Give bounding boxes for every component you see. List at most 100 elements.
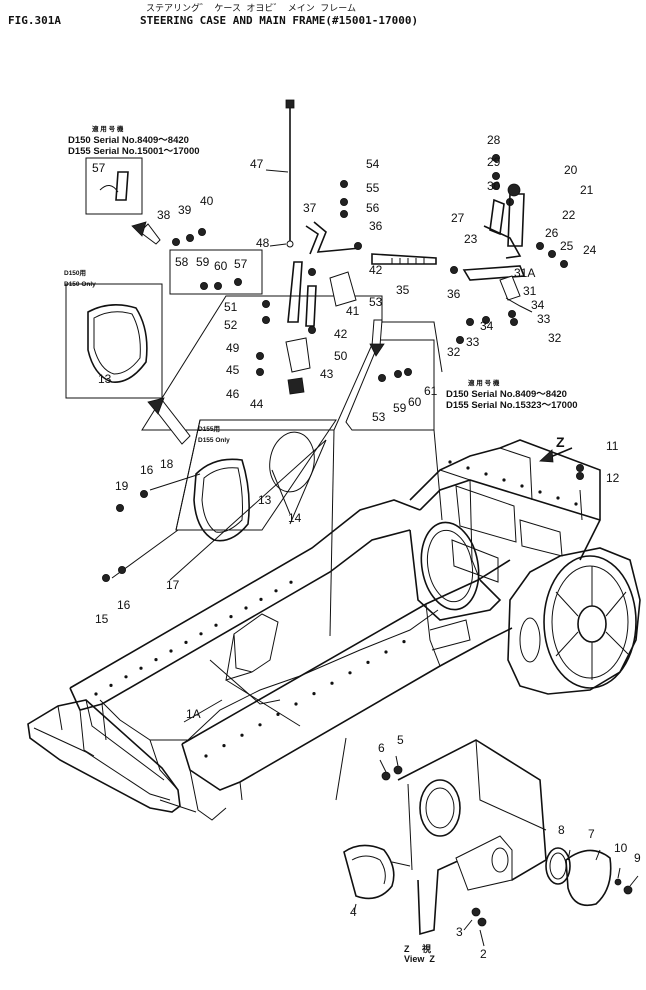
serial-note-top-left: 適 用 号 機 D150 Serial No.8409～8420 D155 Se… <box>68 124 200 157</box>
rivet-dot <box>139 666 143 670</box>
part-number-label: 7 <box>588 827 595 841</box>
part-number-label: 56 <box>366 201 380 215</box>
part-number-label: 28 <box>487 133 501 147</box>
part-number-label: 41 <box>346 304 360 318</box>
part-number-label: 60 <box>408 395 422 409</box>
part-number-label: 44 <box>250 397 264 411</box>
bolt-symbol <box>576 463 585 472</box>
part-number-label: 49 <box>226 341 240 355</box>
hatched-arrows <box>131 221 385 445</box>
bolt-symbol <box>491 171 500 180</box>
rivet-dot <box>294 702 298 706</box>
part-number-label: 25 <box>560 239 574 253</box>
rivet-dot <box>520 484 524 488</box>
part-number-label: 47 <box>250 157 264 171</box>
part-number-label: 38 <box>157 208 171 222</box>
serial-note-line2: D155 Serial No.15001～17000 <box>68 146 200 157</box>
part-number-label: 13 <box>258 493 272 507</box>
part-number-label: 32 <box>447 345 461 359</box>
bolt-symbol <box>307 325 316 334</box>
right-linkage <box>462 183 533 313</box>
part-number-label: 59 <box>196 255 210 269</box>
part-number-label: 16 <box>140 463 154 477</box>
rivet-dot <box>229 615 233 619</box>
rivet-dot <box>448 460 452 464</box>
figure-subtitle-jp: ステアリング゛ ケース オヨビ゛ メイン フレーム <box>146 4 356 14</box>
view-word: View <box>404 954 425 964</box>
bolt-symbol <box>171 237 180 246</box>
part-number-label: 11 <box>606 439 619 453</box>
serial-note-jp: 適 用 号 機 <box>92 126 124 133</box>
rivet-dot <box>574 502 578 506</box>
part-number-label: 36 <box>369 219 383 233</box>
part-number-label: 21 <box>580 183 594 197</box>
serial-note-line1: D150 Serial No.8409～8420 <box>68 135 189 146</box>
part-number-label: 33 <box>537 312 551 326</box>
bolt-symbol <box>139 489 148 498</box>
bolt-symbol <box>403 367 412 376</box>
figure-title: STEERING CASE AND MAIN FRAME(#15001-1700… <box>140 14 419 27</box>
part-number-label: 20 <box>564 163 578 177</box>
part-number-label: 27 <box>451 211 465 225</box>
rivet-dot <box>240 733 244 737</box>
bolt-symbol <box>536 241 545 250</box>
part-number-label: 51 <box>224 300 238 314</box>
part-number-label: 3 <box>456 925 463 939</box>
rivet-dot <box>330 681 334 685</box>
figure-number: FIG.301A <box>8 14 61 27</box>
part-number-label: 54 <box>366 157 380 171</box>
part-number-label: 18 <box>160 457 174 471</box>
part-number-label: 46 <box>226 387 240 401</box>
bolt-symbol <box>118 566 127 575</box>
part-number-label: 35 <box>396 283 410 297</box>
view-z-letter: Z <box>404 944 410 954</box>
rivet-dot <box>402 640 406 644</box>
part-number-label: 36 <box>447 287 461 301</box>
bolt-symbol <box>261 315 270 324</box>
part-number-label: 9 <box>634 851 641 865</box>
bolt-symbol <box>560 259 569 268</box>
part-number-label: 13 <box>98 372 112 386</box>
part-number-label: 53 <box>372 410 386 424</box>
bolt-symbol <box>199 281 208 290</box>
bolt-symbol <box>116 503 125 512</box>
rivet-dot <box>366 660 370 665</box>
part-number-label: 32 <box>548 331 562 345</box>
rivet-dot <box>556 496 560 500</box>
bolt-symbol <box>255 351 264 360</box>
rivet-dot <box>184 640 188 645</box>
part-number-label: 40 <box>200 194 214 208</box>
part-number-label: 55 <box>366 181 380 195</box>
rivet-dot <box>124 675 128 679</box>
bolt-symbol <box>255 367 264 376</box>
rivet-dot <box>214 623 218 627</box>
view-z-jp: 視 <box>422 944 432 954</box>
part-number-label: 1A <box>186 707 201 721</box>
part-number-label: 15 <box>95 612 109 626</box>
bolt-symbol <box>339 179 348 188</box>
rings <box>87 171 315 542</box>
bolt-symbol <box>102 574 111 583</box>
bolt-symbol <box>455 335 464 344</box>
rivet-dot <box>384 650 388 654</box>
part-number-label: 16 <box>117 598 131 612</box>
rivet-dot <box>289 580 293 584</box>
d155-only-en: D155 Only <box>198 437 230 444</box>
rivet-dot <box>94 692 98 696</box>
bolt-symbol <box>393 369 402 378</box>
part-number-label: 31A <box>514 266 535 280</box>
part-number-label: 61 <box>424 384 438 398</box>
bolt-symbol <box>548 249 557 258</box>
bolt-symbol <box>185 233 194 242</box>
part-number-label: 52 <box>224 318 238 332</box>
bolt-symbol <box>213 281 222 290</box>
bolt-symbol <box>339 209 348 218</box>
main-frame <box>27 439 641 821</box>
rivet-dot <box>244 606 248 610</box>
part-number-label: 8 <box>558 823 565 837</box>
part-number-label: 60 <box>214 259 228 273</box>
part-number-label: 34 <box>480 319 494 333</box>
bolt-symbol <box>481 315 490 324</box>
